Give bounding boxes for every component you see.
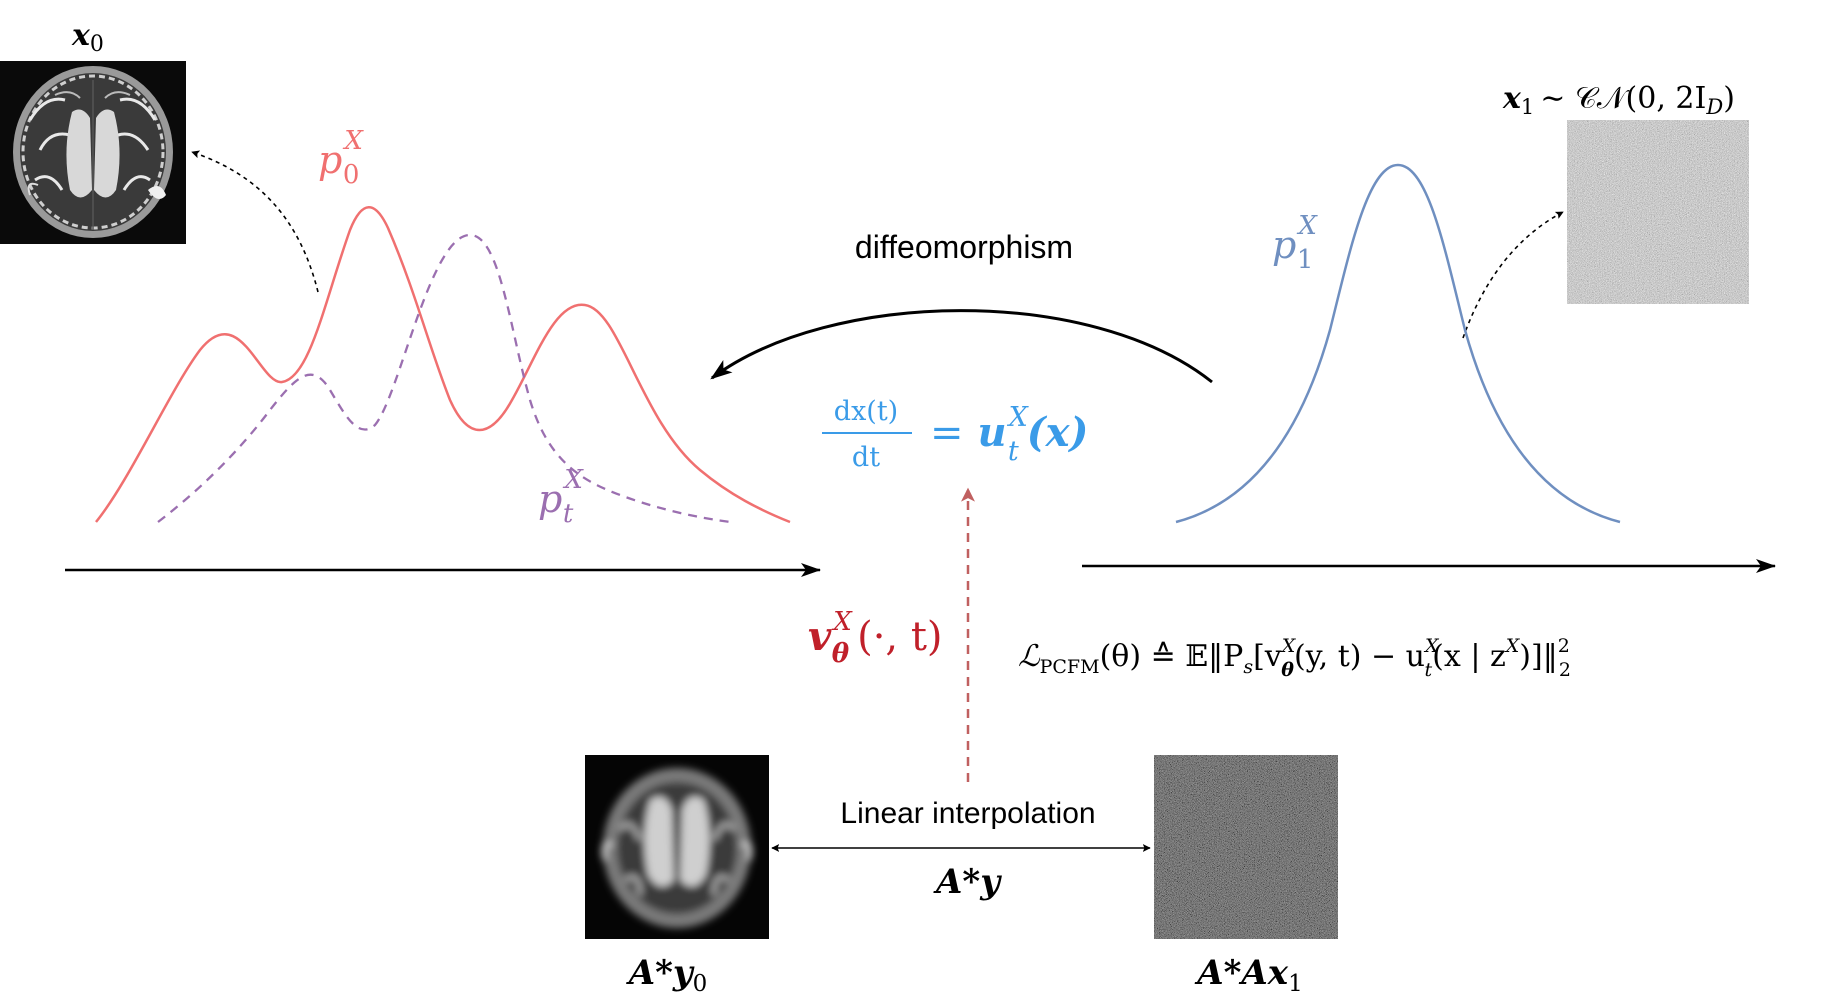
pt-curve [157,233,731,524]
gaussian-noise-image [1567,120,1749,304]
ode-numerator: dx(t) [834,396,898,427]
x1-distribution-label: x1∼ 𝒞𝒩(0, 2ID) [1502,81,1735,119]
p0-to-x0-arrow [191,150,319,293]
diffeomorphism-label: diffeomorphism [855,229,1073,265]
a-star-y0-label: A*y0 [626,953,708,996]
p1-to-x1-arrow [1462,211,1564,339]
dark-noise-image [1154,755,1338,939]
p1-curve [1175,163,1621,524]
brain-mri-image [0,61,186,244]
x0-label: x0 [71,18,104,57]
linear-interpolation-label: Linear interpolation [840,797,1095,830]
a-star-a-x1-label: A*Ax1 [1194,953,1302,996]
blurred-brain-image [585,755,769,939]
ode-denominator: dt [852,442,880,473]
p0-curve [95,206,791,524]
a-star-y-label: A*y [933,862,1002,902]
diffeomorphism-arrow [710,309,1213,384]
